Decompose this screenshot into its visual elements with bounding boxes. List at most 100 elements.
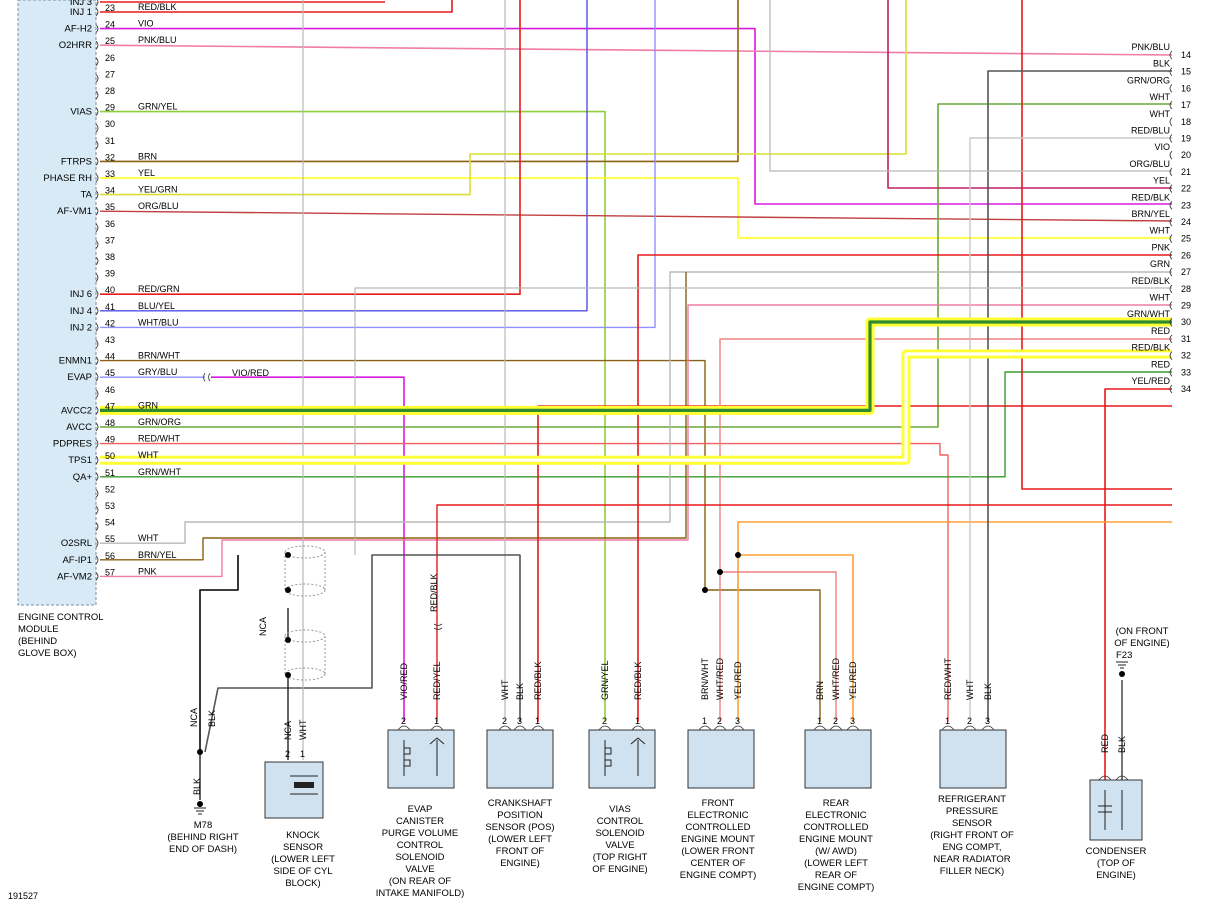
ecm-pin-bracket (95, 0, 99, 7)
component-caption-line: VIAS (609, 804, 631, 815)
component-caption-line: CONDENSER (1086, 846, 1147, 857)
component-caption-line: INTAKE MANIFOLD) (376, 888, 465, 899)
ecm-pin-bracket (95, 455, 99, 465)
ecm-wire-label: GRN/YEL (138, 102, 178, 112)
ecm-pin-bracket (95, 323, 99, 332)
component-pin-socket (1115, 775, 1129, 781)
ecm-pin-name: INJ 2 (70, 322, 92, 333)
condenser-body (1089, 779, 1143, 841)
ecm-pin-bracket (95, 356, 99, 365)
component-pin-number: 3 (850, 716, 855, 726)
component-pin-socket (829, 725, 843, 731)
ecm-pin-number: 52 (105, 484, 115, 494)
ecm-pin-name: TPS1 (68, 455, 92, 466)
ecm-pin-number: 39 (105, 269, 115, 279)
ecm-pin-bracket (95, 273, 99, 282)
right-pin-bracket (1169, 284, 1173, 294)
component-wire-label: BRN/WHT (700, 658, 710, 700)
component-pin-number: 2 (401, 716, 406, 726)
ecm-pin-bracket (95, 522, 99, 531)
component-caption-line: BLOCK) (285, 878, 320, 889)
component-pin-number: 3 (517, 716, 522, 726)
ecm-pin-bracket (95, 256, 99, 266)
component-wire-label: WHT/RED (715, 658, 725, 700)
ecm-pin-number: 33 (105, 169, 115, 179)
right-pin-bracket (1169, 351, 1173, 360)
ecm-wire-label: RED/GRN (138, 284, 180, 294)
component-pin-number: 2 (285, 749, 290, 759)
component-caption-line: F23 (1116, 650, 1132, 661)
ecm-pin-bracket (95, 157, 99, 166)
right-wire-label: WHT (1150, 226, 1171, 236)
component-wire-label: YEL/RED (848, 661, 858, 700)
component-caption-line: REAR OF (815, 870, 857, 881)
ecm-pin-bracket (95, 372, 99, 382)
ecm-pin-number: 44 (105, 352, 115, 362)
ecm-pin-number: 42 (105, 318, 115, 328)
ecm-pin-bracket (95, 7, 99, 17)
component-caption-line: FRONT (702, 798, 735, 809)
ecm-wire-label: GRN (138, 400, 158, 410)
ecm-pin-number: 36 (105, 219, 115, 229)
wire-red-33 (1021, 0, 1172, 490)
ecm-pin-number: 55 (105, 534, 115, 544)
vias-valve-body (588, 729, 656, 789)
component-pin-socket (631, 725, 645, 731)
component-wire-label: WHT (298, 719, 308, 740)
ecm-label-line: GLOVE BOX) (18, 648, 77, 659)
component-caption-line: CRANKSHAFT (488, 798, 553, 809)
right-pin-bracket (1169, 334, 1173, 344)
component-pin-socket (981, 725, 995, 731)
ecm-pin-bracket (95, 190, 99, 199)
ecm-pin-name: AF-H2 (65, 24, 92, 35)
component-pin-number: 1 (945, 716, 950, 726)
ecm-wire-label: WHT (138, 450, 159, 460)
component-pin-number: 3 (735, 716, 740, 726)
junction-dot (735, 552, 741, 558)
component-pin-number: 2 (717, 716, 722, 726)
ecm-wire-label: RED/WHT (138, 434, 180, 444)
ecm-pin-bracket (95, 489, 99, 498)
junction-dot (285, 552, 291, 558)
component-caption-line: (RIGHT FRONT OF (930, 830, 1014, 841)
right-wire-label: PNK (1151, 242, 1170, 252)
component-pin-number: 1 (535, 716, 540, 726)
ecm-pin-number: 46 (105, 385, 115, 395)
wire-yel-red (737, 521, 1172, 722)
shield (284, 667, 326, 681)
ecm-pin-bracket (95, 505, 99, 515)
right-wire-label: GRN/ORG (1127, 75, 1170, 85)
component-caption-line: SOLENOID (395, 852, 444, 863)
wire-af-h2 (100, 27, 1172, 205)
ecm-pin-bracket (95, 40, 99, 50)
component-caption-line: FILLER NECK) (940, 866, 1004, 877)
ecm-pin-name: VIAS (70, 107, 92, 118)
ecm-pin-bracket (95, 206, 99, 216)
ecm-pin-bracket (95, 289, 99, 299)
ecm-pin-number: 47 (105, 401, 115, 411)
wire-highlighted (100, 320, 1172, 412)
ecm-label-line: (BEHIND (18, 636, 57, 647)
right-wire-label: VIO (1154, 142, 1170, 152)
ecm-pin-name: AVCC (66, 422, 92, 433)
right-pin-number: 23 (1181, 200, 1191, 210)
component-caption-line: (LOWER LEFT (271, 854, 335, 865)
ecm-pin-number: 32 (105, 152, 115, 162)
right-pin-bracket (1169, 50, 1173, 60)
wire-ta (100, 0, 907, 196)
right-pin-bracket (1169, 251, 1173, 260)
right-pin-number: 31 (1181, 334, 1191, 344)
rear-mount-body (804, 729, 872, 789)
ecm-pin-number: 38 (105, 252, 115, 262)
ecm-pin-bracket (95, 538, 99, 548)
ecm-pin-name: FTRPS (61, 156, 92, 167)
right-wire-label: RED (1151, 326, 1171, 336)
component-pin-number: 2 (502, 716, 507, 726)
component-caption-line: VALVE (605, 840, 634, 851)
wire-af-vm1 (99, 210, 1173, 222)
component-wire-label: BLK (515, 683, 525, 700)
component-pin-number: 2 (967, 716, 972, 726)
right-wire-label: ORG/BLU (1129, 159, 1170, 169)
component-caption-line: CONTROLLED (804, 822, 869, 833)
component-caption-line: KNOCK (286, 830, 320, 841)
